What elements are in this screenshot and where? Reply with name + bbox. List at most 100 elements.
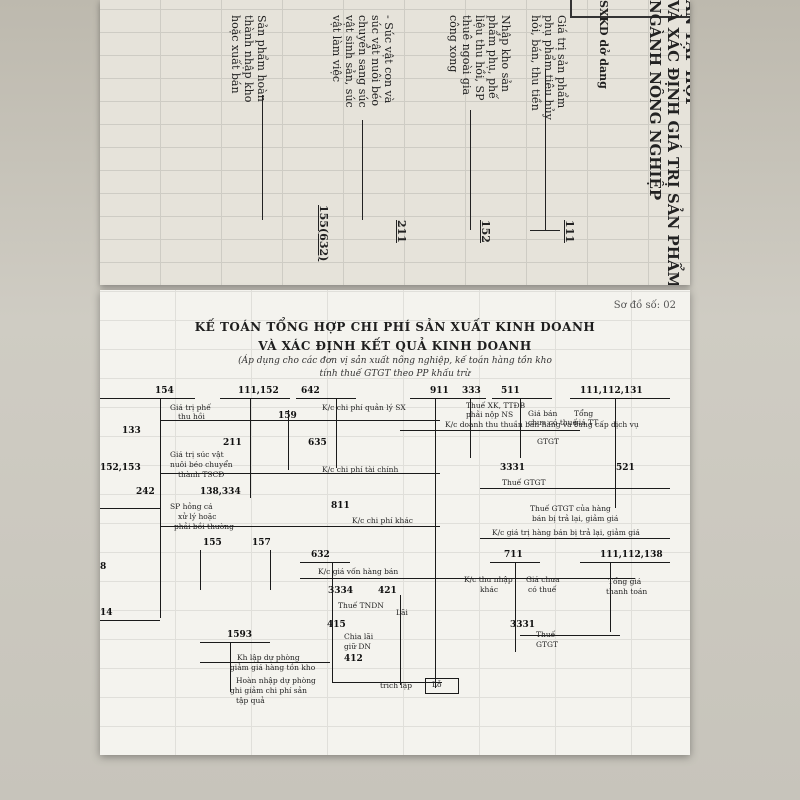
flow-line (400, 595, 401, 685)
flow-line (435, 398, 436, 688)
account-711: 711 (504, 550, 523, 560)
label-chua-co-thue: chưa có thuế (528, 418, 578, 427)
top-col-3-line-1: - Súc vật con và (382, 15, 395, 104)
flow-arrow (480, 538, 670, 539)
label-gia-ban: Giá bán (528, 409, 558, 418)
label-thanh-tscd: thành TSCĐ (178, 470, 225, 479)
label-kc-tn-khac: K/c thu nhập (464, 575, 513, 584)
label-thue-tndn: Thuế TNDN (338, 601, 384, 610)
top-title-line-2: VÀ XÁC ĐỊNH GIÁ TRỊ SẢN PHẨM (664, 0, 682, 285)
diagram-title-1: KẾ TOÁN TỔNG HỢP CHI PHÍ SẢN XUẤT KINH D… (194, 320, 596, 334)
flow-arrow (100, 508, 160, 509)
account-415: 415 (327, 620, 346, 630)
account-138-334: 138,334 (200, 487, 241, 497)
label-khac: khác (480, 585, 499, 594)
label-lo: Lỗ (432, 680, 442, 689)
flow-line (336, 398, 337, 468)
label-tong-gia: Tổng giá (608, 577, 642, 586)
top-flow-line (545, 70, 546, 230)
label-kc-dt-thuan: K/c doanh thu thuần bán hàng và cung cấp… (445, 420, 639, 429)
flow-arrow (160, 420, 440, 421)
top-col-2-line-1: Nhập kho sản (499, 15, 512, 92)
account-333: 333 (462, 386, 481, 396)
top-title-line-3: NGÀNH NÔNG NGHIỆP (646, 0, 664, 201)
flow-line (610, 562, 611, 632)
account-3331-b: 3331 (510, 620, 536, 630)
flow-line (270, 550, 271, 590)
label-nuoi-beo: nuôi béo chuyển (170, 460, 233, 469)
flow-line (520, 398, 521, 458)
flow-arrow (400, 430, 580, 431)
flow-arrow (332, 682, 442, 683)
label-thue-gtgt-cua: Thuế GTGT của hàng (530, 504, 611, 513)
account-412: 412 (344, 654, 363, 664)
top-col-2-line-3: liệu thu hồi, SP (473, 15, 486, 101)
top-col-1-line-1: Giá trị sản phẩm (555, 15, 568, 109)
label-lai: Lãi (396, 608, 408, 617)
top-col-3-line-4: vật sinh sản, súc (343, 15, 356, 108)
t-account-line (456, 398, 486, 399)
flow-line (160, 398, 161, 618)
flow-line (200, 550, 201, 590)
label-thue-small: Thuế (536, 630, 556, 639)
label-kh-lap-du: Kh lập dự phòng (237, 653, 300, 662)
label-kc-cpk: K/c chi phí khác (352, 516, 413, 525)
top-col-4-line-1: Sản phẩm hoàn (255, 15, 268, 102)
t-account-line (100, 398, 195, 399)
label-thue-xk: Thuế XK, TTĐB (466, 401, 526, 410)
t-account-line (220, 398, 290, 399)
label-gia-tri-phe: Giá trị phế (170, 403, 211, 412)
top-flow-line (470, 110, 471, 230)
flow-line (230, 642, 231, 692)
label-tap-qua: tập quả (236, 696, 265, 705)
top-account-152: 152 (479, 220, 492, 243)
label-kc-gia-tri: K/c giá trị hàng bán bị trả lại, giảm gi… (492, 528, 640, 537)
account-521: 521 (616, 463, 635, 473)
t-account-line (300, 562, 350, 563)
label-xu-ly: xử lý hoặc (178, 512, 217, 521)
diagram-subtitle-2: tính thuế GTGT theo PP khấu trừ (319, 369, 471, 379)
account-152-153: 152,153 (100, 463, 141, 473)
account-111-112-131: 111,112,131 (580, 386, 643, 396)
loss-box (425, 678, 459, 694)
bleed-through (100, 0, 690, 285)
label-tong: Tổng (574, 409, 594, 418)
top-account-155-632: 155(632) (317, 205, 330, 262)
flow-arrow (160, 526, 440, 527)
top-col-2-line-5: công xong (447, 15, 460, 73)
top-col-3-line-5: vật làm việc (330, 15, 343, 83)
top-flow-line (530, 230, 560, 231)
label-hoan-nhap: Hoàn nhập dự phòng (236, 676, 316, 685)
account-242: 242 (136, 487, 155, 497)
top-title-line-4: SXKD dở dang (597, 0, 610, 89)
label-giam-gia: giảm giá hàng tồn kho (230, 663, 316, 672)
top-account-211: 211 (395, 220, 408, 243)
label-gia-tt: giá TT (574, 418, 599, 427)
top-col-1-line-3: hỏi, bán, thu tiền (529, 15, 542, 111)
label-gtgt-2: GTGT (536, 640, 558, 649)
top-col-1-line-2: phụ phẩm tiêu hủy (542, 15, 555, 120)
account-911: 911 (430, 386, 449, 396)
t-account-line (570, 398, 670, 399)
t-account-line (580, 562, 670, 563)
flow-line (470, 398, 471, 458)
label-kc-cpql: K/c chi phí quản lý SX (322, 403, 406, 412)
top-col-3-line-3: chuyển sang súc (356, 15, 369, 108)
account-154: 154 (155, 386, 174, 396)
diagram-subtitle-1: (Áp dụng cho các đơn vị sản xuất nông ng… (238, 356, 552, 366)
t-account-line (200, 642, 270, 643)
label-gtgt: GTGT (537, 437, 559, 446)
account-14: 14 (100, 608, 113, 618)
flow-arrow (480, 488, 670, 489)
flow-arrow (435, 578, 635, 579)
flow-arrow (100, 620, 160, 621)
label-phai-nop-ns: phải nộp NS (466, 410, 514, 419)
flow-line (615, 398, 616, 508)
t-account-line (296, 398, 356, 399)
account-159: 159 (278, 411, 297, 421)
account-811: 811 (331, 501, 350, 511)
account-111-152: 111,152 (238, 386, 279, 396)
label-kc-gvhb: K/c giá vốn hàng bán (318, 567, 399, 576)
label-gia-chua: Giá chưa (526, 575, 560, 584)
account-3331-a: 3331 (500, 463, 526, 473)
